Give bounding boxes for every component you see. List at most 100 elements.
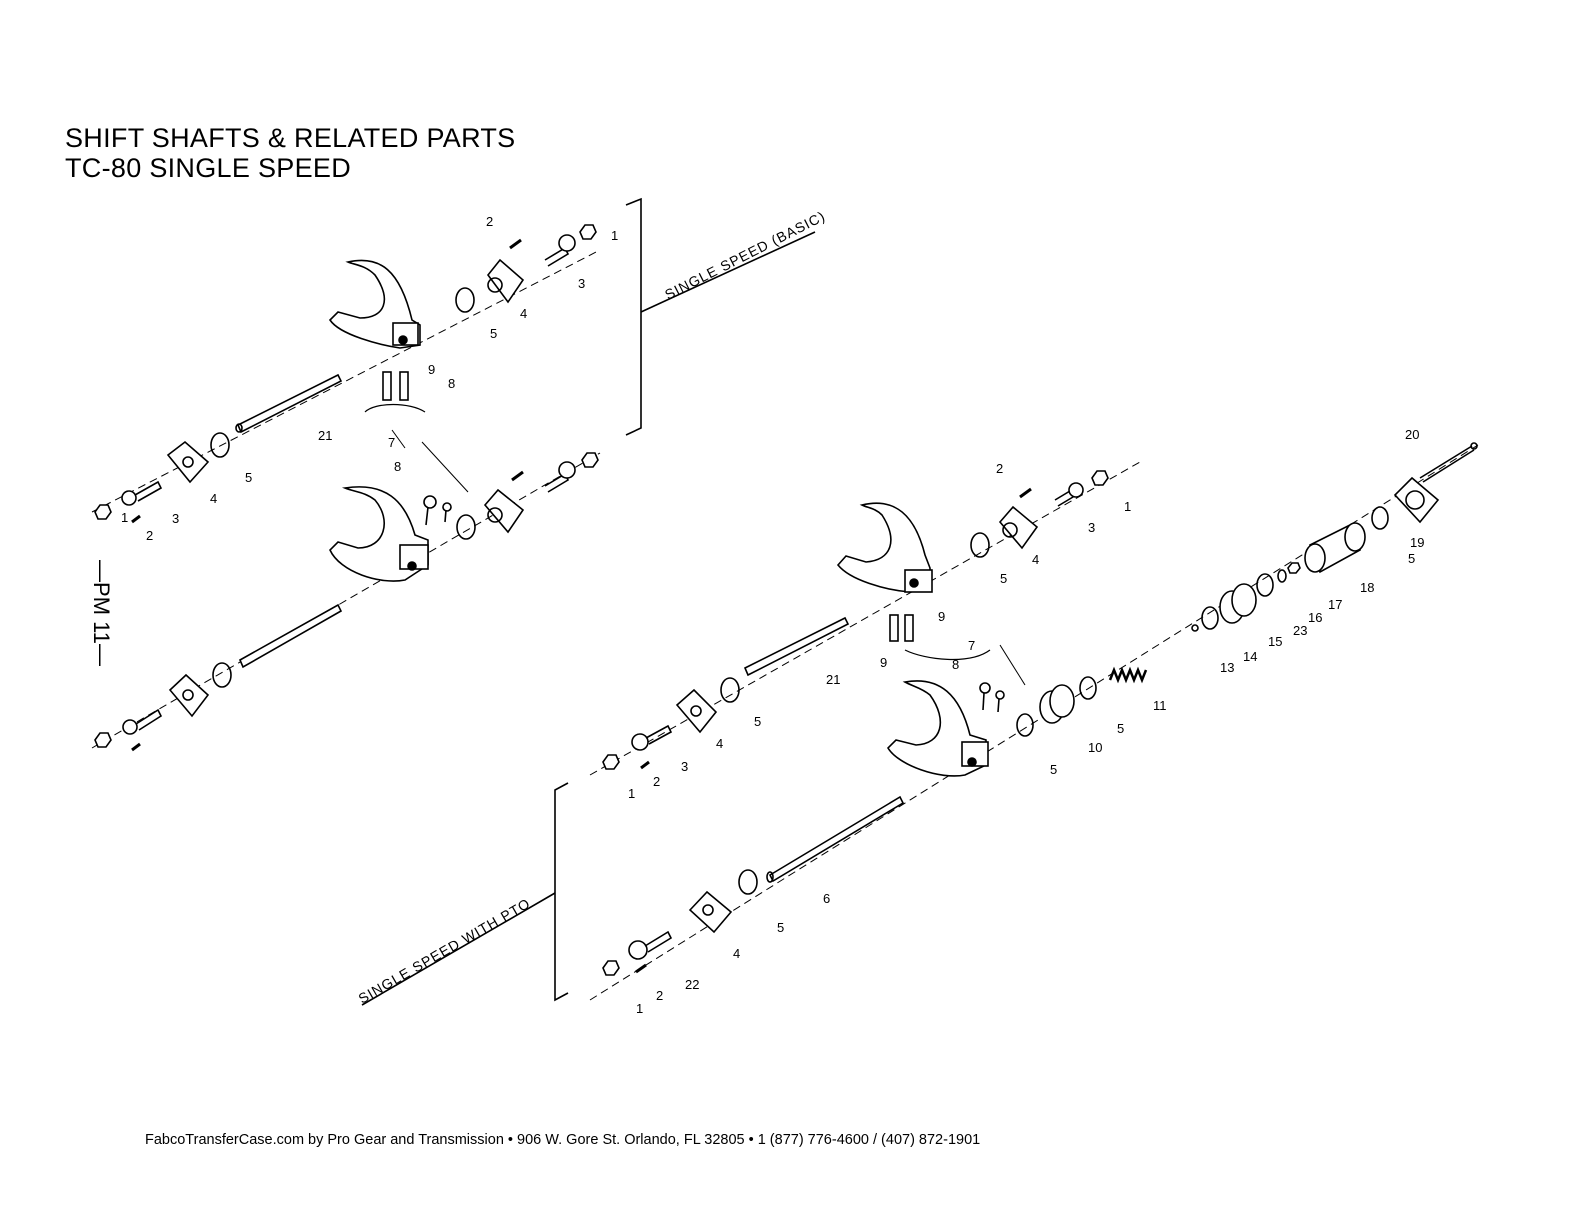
- callout-pto-15: 15: [1268, 634, 1282, 649]
- callout-basic-upper-9: 9: [428, 362, 435, 377]
- capscrew-22: [628, 930, 673, 960]
- o-ring-5-pto-10: [1016, 713, 1034, 737]
- callout-pto-16: 16: [1308, 610, 1322, 625]
- callout-pto-6: 6: [823, 891, 830, 906]
- callout-basic-mid-4: 4: [210, 491, 217, 506]
- page-subtitle: TC-80 SINGLE SPEED: [65, 153, 351, 183]
- pin-lower-right: [511, 470, 524, 482]
- capscrew-lower-right: [544, 461, 576, 493]
- nut-lower-left: [94, 732, 112, 748]
- setscrews-upper: [382, 371, 409, 401]
- callout-basic-upper-8: 8: [448, 376, 455, 391]
- callout-pto-5: 5: [1050, 762, 1057, 777]
- cylinder-18: [1304, 522, 1366, 574]
- callout-basic-mid-1: 1: [121, 510, 128, 525]
- callout-pto-9: 9: [938, 609, 945, 624]
- o-ring-upper-right: [455, 287, 475, 313]
- callout-pto-11: 11: [1153, 698, 1167, 713]
- shift-fork-pto-upper: [836, 502, 933, 593]
- cover-plate-lower-right: [483, 488, 525, 534]
- nut-lower-right: [581, 452, 599, 468]
- o-ring-5-pto-19: [1371, 506, 1389, 530]
- nut-upper-left: [94, 504, 112, 520]
- piston-15: [1219, 583, 1257, 624]
- o-ring-23: [1256, 573, 1274, 597]
- nut-pto-upper-left: [602, 754, 620, 770]
- page-title: SHIFT SHAFTS & RELATED PARTS: [65, 123, 516, 153]
- callout-pto-8: 8: [952, 657, 959, 672]
- cover-plate-pto-upper-left: [675, 688, 718, 734]
- pin-upper-left: [131, 514, 141, 524]
- bracket-7-pto: [904, 644, 1026, 686]
- callout-basic-upper-4: 4: [520, 306, 527, 321]
- callout-pto-4: 4: [716, 736, 723, 751]
- o-ring-pto-lower-left: [738, 869, 758, 895]
- shift-shaft-lower: [238, 603, 343, 669]
- rod-20: [1419, 442, 1478, 483]
- cover-plate-upper-right: [486, 258, 525, 304]
- pin-lower-left: [131, 742, 141, 752]
- callout-pto-5: 5: [1408, 551, 1415, 566]
- callout-basic-mid-3: 3: [172, 511, 179, 526]
- callout-pto-4: 4: [1032, 552, 1039, 567]
- basic-lower-shaft-axis: [91, 452, 601, 749]
- o-ring-lower-right: [456, 514, 476, 540]
- o-ring-lower-left: [212, 662, 232, 688]
- capscrew-upper-left: [121, 480, 163, 506]
- callout-basic-upper-1: 1: [611, 228, 618, 243]
- callout-pto-2: 2: [653, 774, 660, 789]
- capscrew-upper-right: [544, 234, 576, 267]
- callout-pto-14: 14: [1243, 649, 1257, 664]
- callout-pto-1: 1: [1124, 499, 1131, 514]
- pin-pto-lower-left: [635, 963, 647, 974]
- cover-19: [1393, 476, 1440, 524]
- callout-basic-mid-8: 8: [394, 459, 401, 474]
- pto-upper-shaft-axis: [589, 461, 1141, 776]
- capscrew-pto-upper-right: [1054, 482, 1084, 507]
- cover-plate-upper-left: [166, 440, 210, 484]
- callout-pto-9: 9: [880, 655, 887, 670]
- callout-pto-5: 5: [754, 714, 761, 729]
- bushing-10: [1039, 684, 1075, 724]
- setscrews-pto-lower: [979, 682, 1005, 713]
- callout-pto-3: 3: [1088, 520, 1095, 535]
- shift-fork-pto-lower: [886, 680, 989, 777]
- pto-bracket: [361, 782, 569, 1006]
- callout-pto-1: 1: [628, 786, 635, 801]
- basic-bracket: [625, 197, 816, 436]
- callout-pto-17: 17: [1328, 597, 1342, 612]
- pin-upper-right: [509, 238, 522, 250]
- spring-11: [1108, 666, 1148, 684]
- callout-pto-21: 21: [826, 672, 840, 687]
- capscrew-pto-upper-left: [631, 724, 673, 751]
- shift-shaft-6: [766, 795, 905, 883]
- callout-pto-5: 5: [1117, 721, 1124, 736]
- washer-16: [1277, 569, 1287, 583]
- o-ring-upper-left: [210, 432, 230, 458]
- callout-basic-upper-3: 3: [578, 276, 585, 291]
- callout-pto-10: 10: [1088, 740, 1102, 755]
- o-ring-pto-upper-right: [970, 532, 990, 558]
- callout-basic-upper-21: 21: [318, 428, 332, 443]
- callout-basic-mid-5: 5: [245, 470, 252, 485]
- o-ring-14: [1201, 606, 1219, 630]
- cover-plate-lower-left: [168, 673, 210, 718]
- footer-contact: FabcoTransferCase.com by Pro Gear and Tr…: [145, 1132, 981, 1148]
- pin-pto-upper-left: [640, 760, 650, 770]
- callout-pto-2: 2: [656, 988, 663, 1003]
- nut-17: [1287, 562, 1301, 574]
- shift-fork-upper: [328, 259, 421, 349]
- bracket-7-basic: [364, 403, 469, 493]
- callout-basic-upper-5: 5: [490, 326, 497, 341]
- nut-pto-lower-left: [602, 960, 620, 976]
- callout-basic-upper-2: 2: [486, 214, 493, 229]
- callout-pto-7: 7: [968, 638, 975, 653]
- o-ring-pto-upper-left: [720, 677, 740, 703]
- callout-pto-3: 3: [681, 759, 688, 774]
- callout-pto-23: 23: [1293, 623, 1307, 638]
- nut-pto-upper-right: [1091, 470, 1109, 486]
- callout-pto-2: 2: [996, 461, 1003, 476]
- shift-shaft-21-upper: [235, 373, 343, 434]
